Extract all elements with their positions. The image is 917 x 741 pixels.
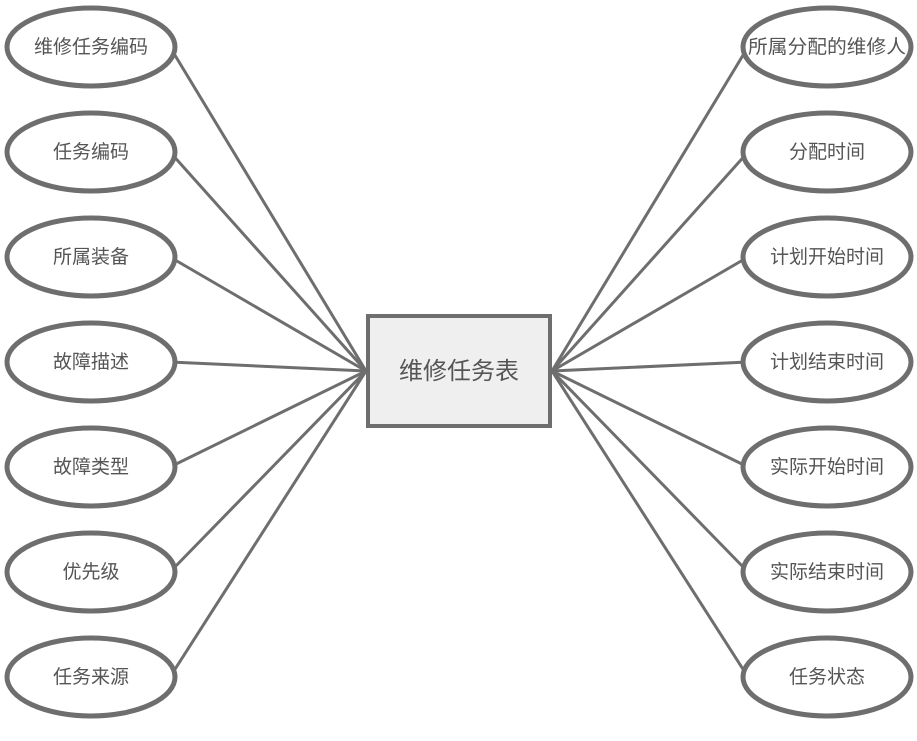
attribute-label: 实际结束时间 (770, 561, 884, 583)
attribute-node-right-3: 计划开始时间 (740, 215, 914, 299)
entity-label: 维修任务表 (399, 357, 519, 385)
attribute-node-right-1: 所属分配的维修人 (740, 5, 914, 89)
attribute-label: 计划开始时间 (770, 246, 884, 268)
attribute-node-left-5: 故障类型 (4, 425, 178, 509)
attribute-ellipse (4, 320, 178, 404)
attribute-label: 故障类型 (53, 456, 129, 478)
connector-line-left-6 (168, 369, 368, 574)
entity-node: 维修任务表 (366, 314, 552, 428)
attribute-ellipse (740, 320, 914, 404)
connector-line-left-3 (168, 255, 368, 373)
attribute-node-right-6: 实际结束时间 (740, 530, 914, 614)
attribute-node-right-5: 实际开始时间 (740, 425, 914, 509)
attribute-ellipse (4, 425, 178, 509)
attribute-node-left-7: 任务来源 (4, 635, 178, 719)
attribute-label: 任务来源 (53, 666, 129, 688)
connector-line-left-2 (168, 150, 368, 373)
attribute-ellipse (740, 530, 914, 614)
attribute-ellipse (4, 110, 178, 194)
attribute-label: 任务状态 (789, 666, 865, 688)
connector-line-left-4 (168, 360, 368, 373)
attribute-ellipse (740, 635, 914, 719)
attribute-node-left-4: 故障描述 (4, 320, 178, 404)
attribute-ellipse (740, 215, 914, 299)
attribute-node-right-4: 计划结束时间 (740, 320, 914, 404)
connector-line-left-5 (168, 369, 368, 469)
attribute-ellipse (4, 215, 178, 299)
attribute-label: 实际开始时间 (770, 456, 884, 478)
attribute-node-left-1: 维修任务编码 (4, 5, 178, 89)
attribute-label: 所属分配的维修人 (748, 36, 906, 58)
connector-line-left-1 (168, 45, 368, 373)
connector-line-right-1 (550, 45, 750, 373)
attribute-node-right-7: 任务状态 (740, 635, 914, 719)
attribute-label: 故障描述 (53, 351, 129, 373)
attribute-ellipse (4, 635, 178, 719)
attribute-node-left-2: 任务编码 (4, 110, 178, 194)
attribute-node-left-6: 优先级 (4, 530, 178, 614)
attribute-ellipse (740, 110, 914, 194)
attribute-label: 分配时间 (789, 141, 865, 163)
connector-line-right-4 (550, 360, 750, 373)
connector-line-right-6 (550, 369, 750, 574)
attribute-node-right-2: 分配时间 (740, 110, 914, 194)
attribute-label: 任务编码 (53, 141, 129, 163)
attribute-ellipse (740, 425, 914, 509)
relationship-lines (168, 45, 750, 679)
attribute-node-left-3: 所属装备 (4, 215, 178, 299)
entity-box (366, 314, 552, 428)
attribute-label: 计划结束时间 (770, 351, 884, 373)
attribute-label: 优先级 (62, 561, 119, 583)
attribute-label: 所属装备 (53, 246, 129, 268)
connector-line-right-3 (550, 255, 750, 373)
attribute-ellipse (4, 5, 178, 89)
attribute-label: 维修任务编码 (34, 36, 148, 58)
connector-line-right-5 (550, 369, 750, 469)
attribute-ellipse (4, 530, 178, 614)
connector-line-right-2 (550, 150, 750, 373)
connector-line-right-7 (550, 369, 750, 679)
connector-line-left-7 (168, 369, 368, 679)
attribute-ellipse (740, 5, 914, 89)
